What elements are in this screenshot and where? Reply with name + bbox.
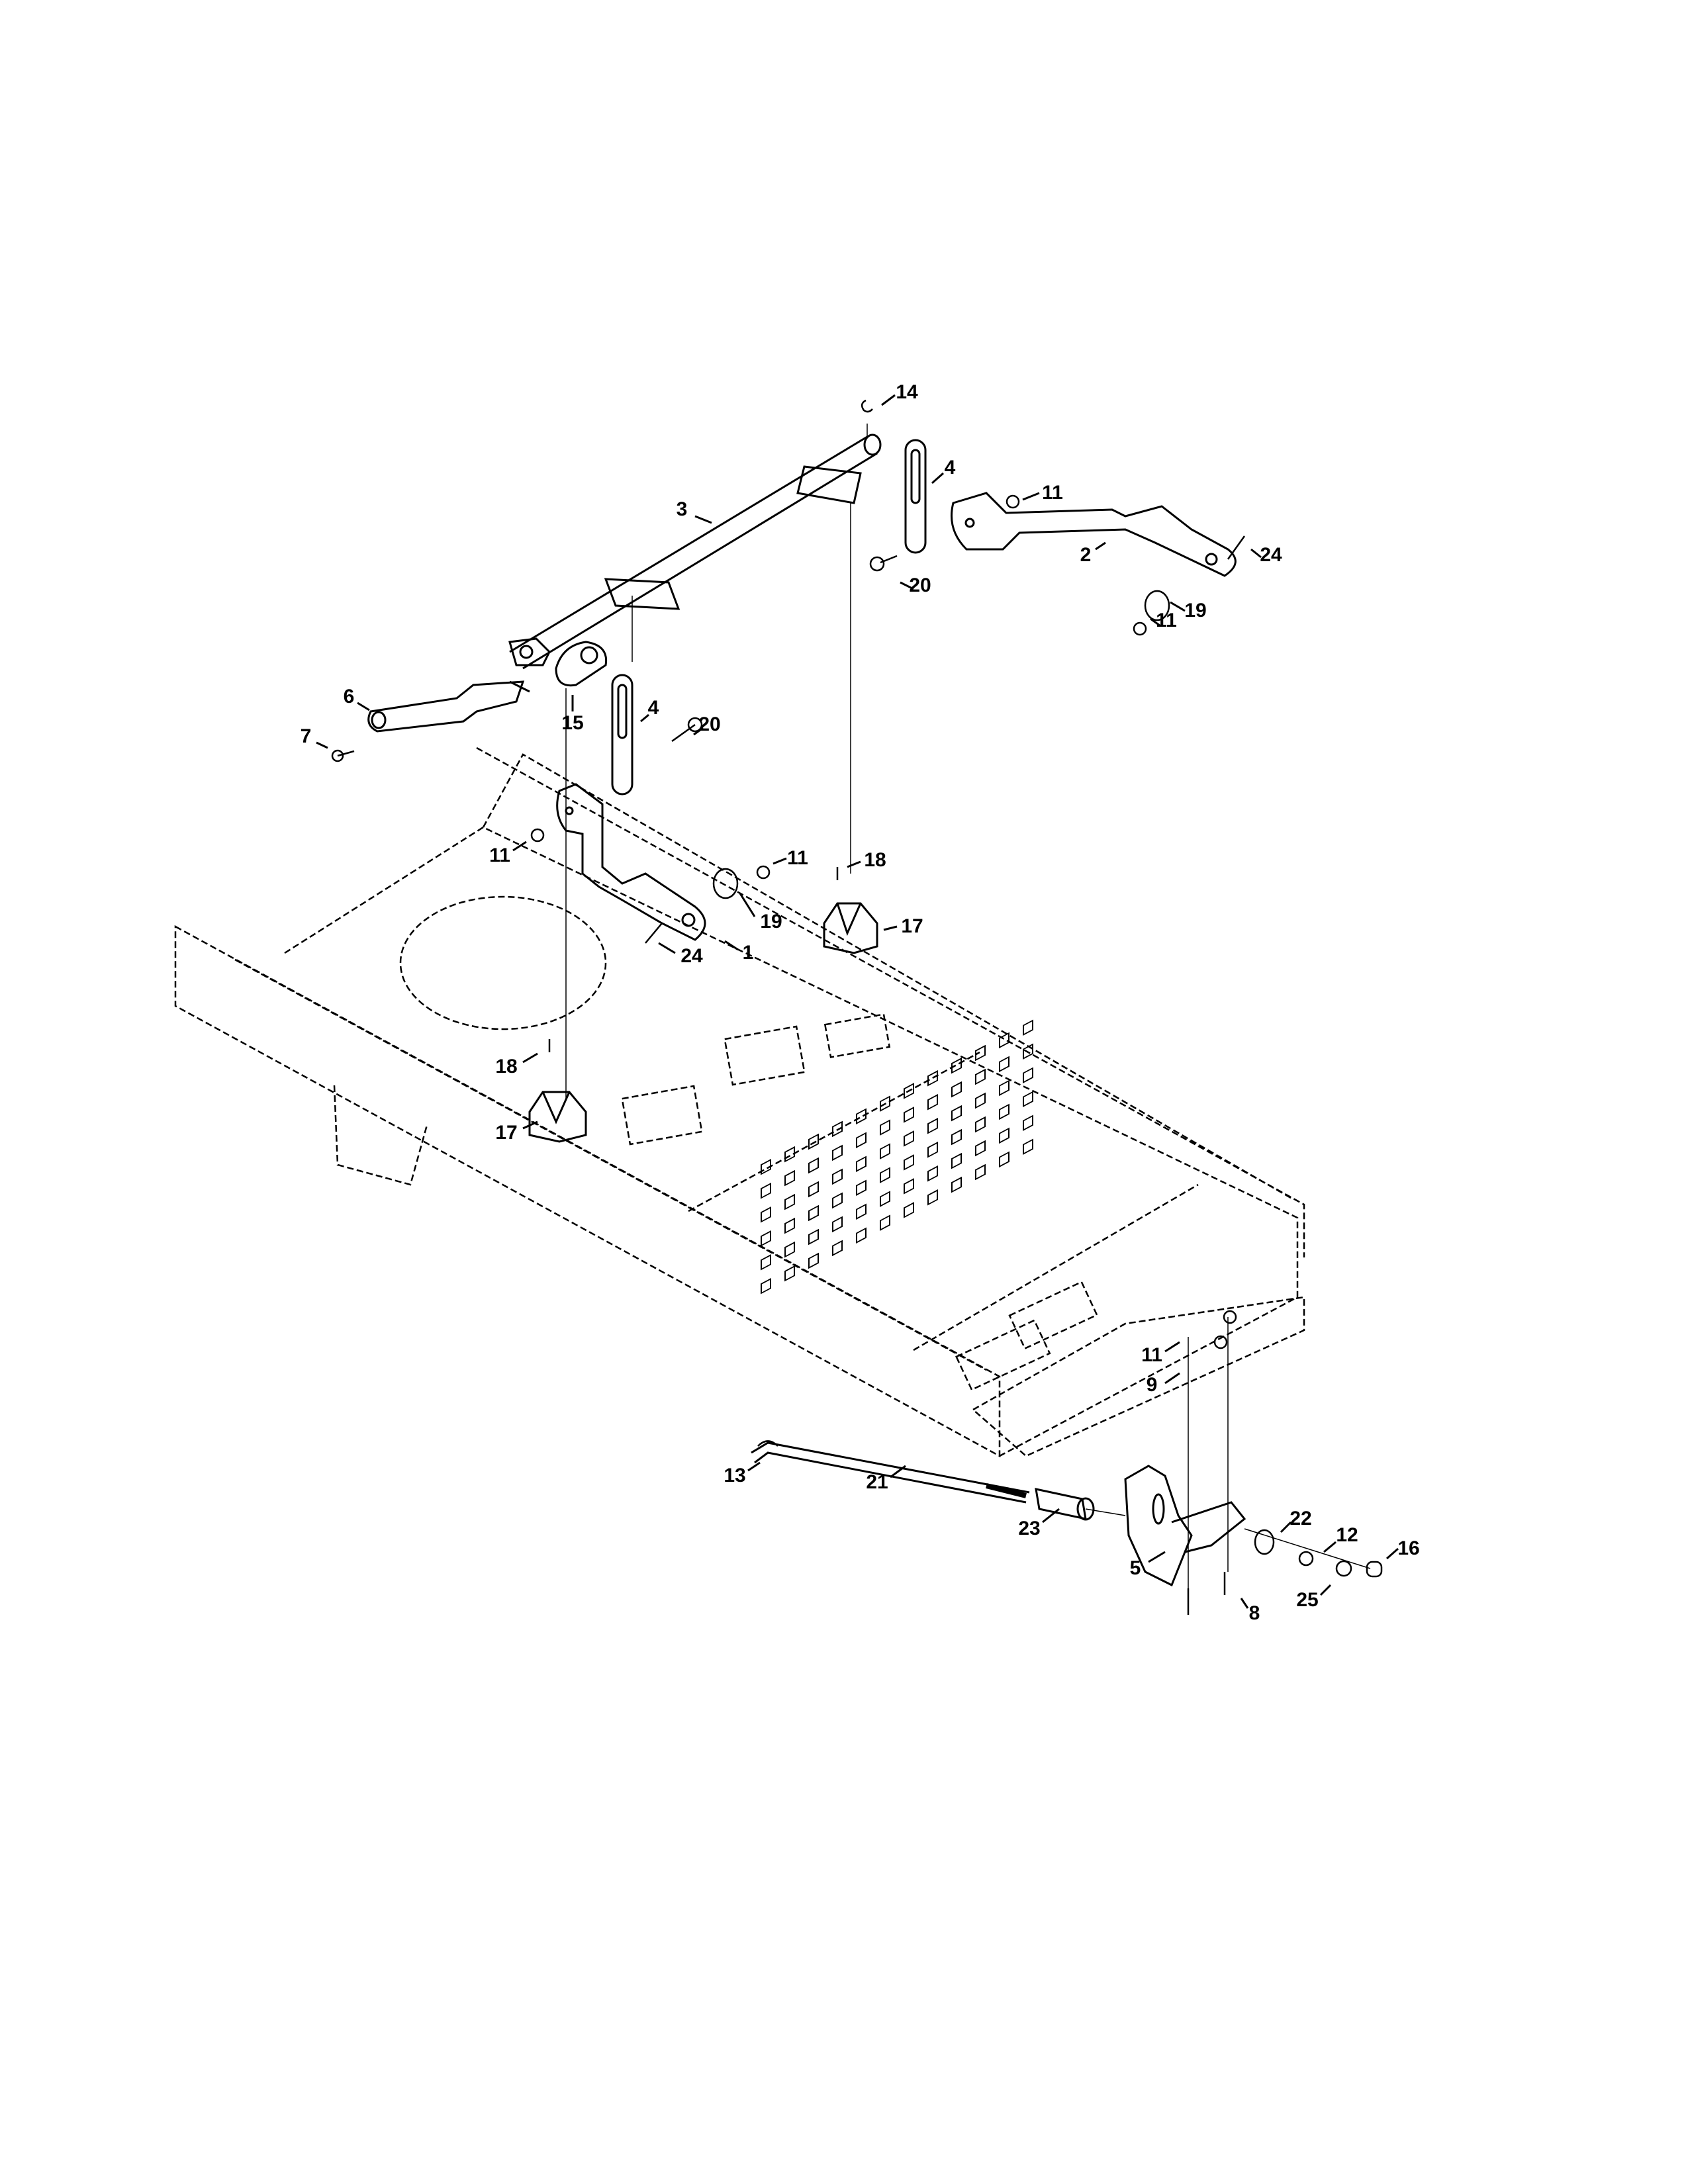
flat-washer (1254, 1529, 1275, 1555)
hex-bolt (1227, 535, 1246, 560)
part-callout: 20 (698, 713, 721, 735)
tractor-frame (174, 747, 1305, 1458)
part-callout: 9 (1146, 1374, 1158, 1396)
front-bracket (1124, 1465, 1246, 1587)
part-callout: 5 (1129, 1557, 1141, 1579)
part-callout: 16 (1397, 1537, 1420, 1559)
lift-shaft (509, 433, 882, 670)
hanger-bracket-left (528, 1091, 587, 1143)
adjustment-rod (751, 1441, 1030, 1504)
callout-leaders (316, 394, 1399, 1609)
hex-nut (1223, 1310, 1237, 1324)
part-callout: 12 (1336, 1524, 1358, 1546)
part-callout: 17 (495, 1122, 518, 1144)
part-callout: 11 (1042, 482, 1063, 504)
part-callout: 18 (864, 849, 886, 871)
part-callout: 11 (1141, 1344, 1162, 1366)
part-callout: 13 (724, 1465, 746, 1486)
hardware (331, 399, 1383, 1615)
part-callout: 23 (1018, 1518, 1041, 1539)
shaft-collar (508, 637, 551, 666)
part-callout: 7 (300, 725, 312, 747)
assembly-lines (565, 424, 1371, 1588)
part-callout: 15 (561, 712, 584, 734)
bolt (337, 750, 355, 757)
part-callout: 6 (343, 686, 355, 707)
part-callout: 22 (1289, 1508, 1312, 1529)
part-callout: 1 (742, 942, 754, 964)
flat-washer (1144, 590, 1170, 621)
hanger-bracket-right (823, 902, 878, 954)
part-callout: 4 (647, 697, 659, 719)
part-callout: 17 (901, 915, 923, 937)
part-callout: 24 (1260, 544, 1282, 566)
shoulder-bolt (671, 723, 696, 743)
lift-arm-right (951, 492, 1237, 577)
flat-washer (712, 868, 739, 899)
trunnion (1035, 1488, 1095, 1521)
hex-nut (1213, 1335, 1228, 1349)
part-callout: 11 (1156, 610, 1177, 631)
lift-link-lower (611, 674, 633, 796)
part-callout: 18 (495, 1056, 518, 1077)
part-callout: 19 (1184, 600, 1207, 621)
hex-nut (756, 865, 771, 880)
lock-nut (1335, 1560, 1352, 1577)
part-callout: 24 (680, 945, 703, 967)
hex-nut (530, 828, 545, 842)
part-callout: 25 (1296, 1589, 1319, 1611)
part-callout: 21 (866, 1471, 888, 1493)
e-ring (861, 399, 873, 413)
part-callout: 3 (676, 498, 688, 520)
part-callout: 14 (896, 381, 918, 403)
part-callout: 11 (787, 847, 808, 869)
hex-nut (1006, 494, 1020, 509)
frame-perforation-grid (761, 1019, 1033, 1295)
part-callout: 4 (944, 457, 956, 478)
lift-link-upper (904, 439, 927, 554)
hairpin-clip (757, 1440, 778, 1447)
part-callout: 11 (489, 844, 510, 866)
lift-arm-left (556, 783, 706, 941)
part-callout: 19 (760, 911, 782, 933)
lift-lever (367, 680, 530, 733)
hex-nut (1298, 1551, 1314, 1567)
hex-bolt (645, 923, 663, 944)
end-cap (1366, 1561, 1383, 1578)
part-callout: 8 (1248, 1602, 1260, 1624)
part-callout: 20 (909, 574, 931, 596)
hex-nut (1133, 621, 1147, 636)
part-callout: 2 (1080, 544, 1092, 566)
cam-bushing (555, 641, 608, 687)
